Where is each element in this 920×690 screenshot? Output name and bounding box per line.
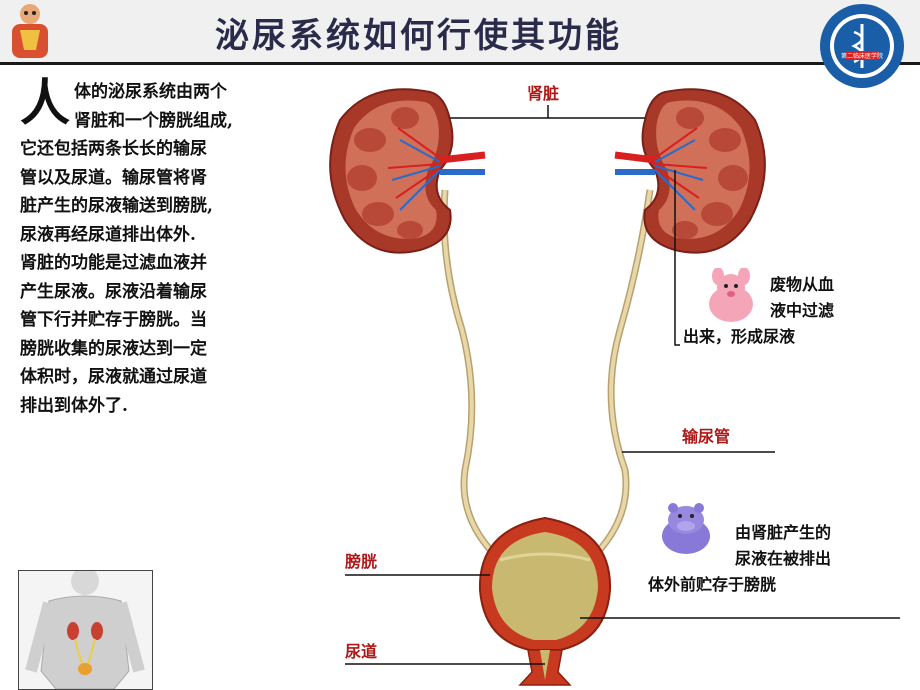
pink-bunny-icon	[709, 268, 753, 322]
urethra-label: 尿道	[345, 642, 378, 661]
intro-paragraph: 人 体的泌尿系统由两个 肾脏和一个膀胱组成, 它还包括两条长长的输尿 管以及尿道…	[20, 78, 320, 420]
intro-line: 它还包括两条长长的输尿	[20, 139, 207, 159]
right-kidney	[614, 88, 766, 254]
bladder-label: 膀胱	[345, 552, 378, 571]
intro-line: 肾脏的功能是过滤血液并	[20, 253, 207, 273]
human-body-icon	[25, 567, 145, 690]
intro-line: 管以及尿道。输尿管将肾	[20, 167, 207, 188]
body-thumbnail	[18, 567, 153, 690]
bladder-note-line: 体外前贮存于膀胱	[648, 575, 777, 594]
left-kidney	[329, 88, 486, 254]
leader-lines	[345, 105, 900, 665]
intro-line: 体的泌尿系统由两个	[74, 82, 227, 102]
logo-text: 第二临床医学院	[841, 52, 883, 60]
bladder-note-line: 由肾脏产生的	[735, 523, 832, 542]
bladder	[478, 516, 612, 686]
university-logo-icon: 第二临床医学院	[820, 4, 904, 88]
intro-line: 膀胱收集的尿液达到一定	[20, 338, 207, 359]
intro-line: 体积时，尿液就通过尿道	[20, 367, 207, 387]
intro-line: 尿液再经尿道排出体外.	[20, 224, 196, 245]
ureter-label: 输尿管	[682, 427, 731, 446]
kidney-note-line: 出来，形成尿液	[683, 327, 796, 346]
intro-line: 肾脏和一个膀胱组成,	[74, 110, 233, 131]
intro-line: 排出到体外了.	[20, 395, 128, 416]
kidney-note-line: 废物从血	[770, 275, 835, 294]
bladder-note-line: 尿液在被排出	[735, 549, 832, 568]
intro-line: 产生尿液。尿液沿着输尿	[20, 281, 207, 302]
header-bar: 泌尿系统如何行使其功能 第二临床医学院	[0, 0, 920, 88]
anatomy-mascot-icon	[12, 4, 48, 58]
kidney-note-line: 液中过滤	[770, 301, 835, 320]
kidney-label: 肾脏	[527, 84, 560, 103]
page-title: 泌尿系统如何行使其功能	[215, 16, 622, 56]
intro-line: 脏产生的尿液输送到膀胱,	[20, 196, 213, 216]
purple-hippo-icon	[662, 503, 710, 554]
intro-line: 管下行并贮存于膀胱。当	[20, 310, 207, 330]
dropcap: 人	[20, 73, 70, 132]
